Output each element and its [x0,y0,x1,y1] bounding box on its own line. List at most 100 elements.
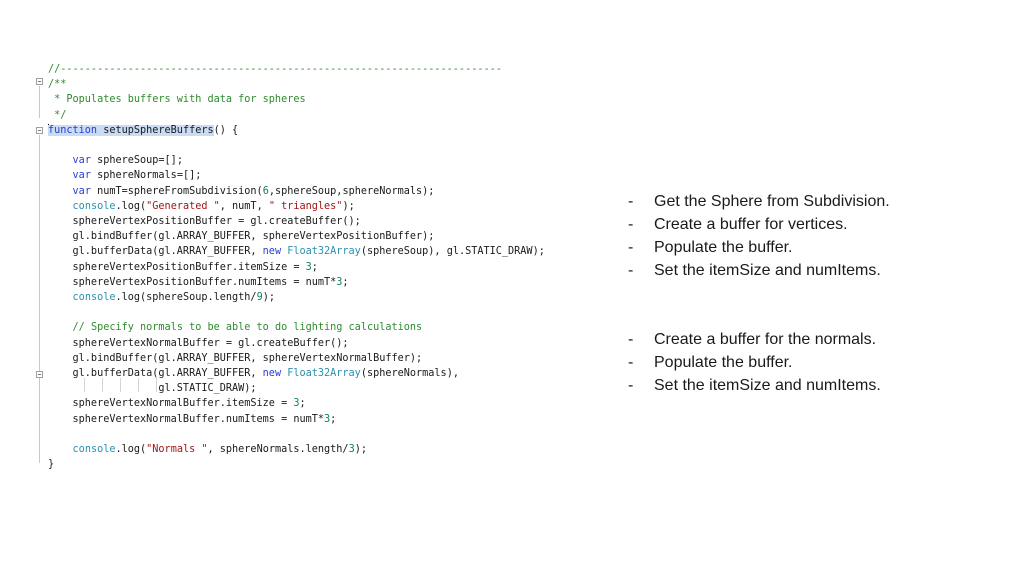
code-token: 3 [324,413,331,425]
bullet-dash: - [628,216,634,233]
code-token: ; [299,398,306,410]
code-token: , sphereNormals.length/ [207,444,349,455]
code-line: sphereVertexPositionBuffer = gl.createBu… [48,214,361,229]
code-token: */ [48,109,67,121]
collapse-call-icon[interactable] [36,371,43,378]
code-token: , numT, [219,200,269,212]
code-line: var sphereNormals=[]; [48,168,202,183]
bullet-dash: - [628,239,634,256]
code-line: var sphereSoup=[]; [48,153,183,168]
list-item: - Create a buffer for the normals. [628,328,1008,351]
code-line: sphereVertexNormalBuffer.itemSize = 3; [48,396,306,411]
bullet-dash: - [628,193,634,210]
code-snippet: //--------------------------------------… [36,60,596,480]
code-token: /** [48,79,67,91]
list-item: - Populate the buffer. [628,236,1008,259]
code-token: // Specify normals to be able to do ligh… [72,322,423,334]
code-line: console.log(sphereSoup.length/9); [48,290,275,305]
bullet-text: Get the Sphere from Subdivision. [654,193,890,210]
code-token: .log( [115,444,147,455]
code-token: 3 [293,398,300,410]
code-line: sphereVertexPositionBuffer.itemSize = 3; [48,260,318,275]
code-token [48,201,73,212]
code-line: */ [48,108,66,123]
indent-guide [138,378,139,392]
vertex-steps-list: - Get the Sphere from Subdivision. - Creat… [628,190,1008,282]
code-line: gl.bindBuffer(gl.ARRAY_BUFFER, sphereVer… [48,351,423,366]
code-token: sphereVertexPositionBuffer.numItems = nu… [48,276,337,288]
code-token: .log( [115,200,147,212]
bullet-dash: - [628,331,634,348]
code-token: function [48,124,98,136]
explanation-notes: - Get the Sphere from Subdivision. - Creat… [628,190,1008,397]
code-token: new [262,368,282,379]
bullet-text: Create a buffer for vertices. [654,216,848,233]
code-token: * Populates buffers with data for sphere… [48,94,306,106]
code-token: Float32Array [287,246,361,258]
code-token: 3 [348,444,355,455]
code-token: Float32Array [287,368,361,379]
bullet-text: Populate the buffer. [654,239,793,256]
list-item: - Set the itemSize and numItems. [628,374,1008,397]
code-token: sphereVertexNormalBuffer.numItems = numT… [48,413,325,425]
code-token: ,sphereSoup,sphereNormals); [268,185,435,197]
code-token: var [72,170,91,182]
code-token: " triangles" [268,200,343,212]
indent-guide [120,378,121,392]
code-token: } [48,459,55,471]
code-token: gl.STATIC_DRAW); [48,383,257,395]
code-token: "Generated " [146,200,220,212]
code-token: new [262,246,282,258]
code-line: var numT=sphereFromSubdivision(6,sphereS… [48,184,435,199]
bullet-text: Set the itemSize and numItems. [654,377,881,394]
code-token [48,186,73,197]
code-line: gl.bindBuffer(gl.ARRAY_BUFFER, sphereVer… [48,229,435,244]
bullet-text: Create a buffer for the normals. [654,331,877,348]
fold-guide [39,135,40,463]
code-token: (sphereSoup), gl.STATIC_DRAW); [360,246,545,258]
code-token: gl.bindBuffer(gl.ARRAY_BUFFER, sphereVer… [48,352,423,364]
bullet-dash: - [628,354,634,371]
code-line: gl.STATIC_DRAW); [48,381,257,396]
code-token: console [72,200,116,212]
code-token: () { [213,124,239,136]
code-line: sphereVertexNormalBuffer.numItems = numT… [48,412,337,427]
collapse-comment-icon[interactable] [36,78,43,85]
code-token: ; [342,276,349,288]
code-line: * Populates buffers with data for sphere… [48,92,306,107]
code-line: function setupSphereBuffers() { [48,123,238,138]
code-token: 6 [262,185,269,197]
code-token: setupSphereBuffers [97,124,214,136]
code-token: gl.bufferData(gl.ARRAY_BUFFER, [48,246,263,258]
code-token: numT=sphereFromSubdivision( [90,185,263,197]
code-token: //--------------------------------------… [48,64,502,75]
code-line: gl.bufferData(gl.ARRAY_BUFFER, new Float… [48,366,459,381]
code-token: ; [330,413,337,425]
code-line: console.log("Normals ", sphereNormals.le… [48,442,367,457]
code-line: gl.bufferData(gl.ARRAY_BUFFER, new Float… [48,244,545,259]
code-token: ); [262,292,275,303]
code-token: ; [311,261,318,273]
code-token [48,170,73,181]
code-token: sphereSoup=[]; [90,155,183,167]
code-token [48,155,73,166]
normal-steps-list: - Create a buffer for the normals. -Popul… [628,328,1008,397]
bullet-text: Set the itemSize and numItems. [654,262,881,279]
collapse-function-icon[interactable] [36,127,43,134]
list-item: -Populate the buffer. [628,351,1008,374]
bullet-dash: - [628,377,634,394]
list-item: - Get the Sphere from Subdivision. [628,190,1008,213]
code-token: 3 [305,261,312,273]
indent-guide [156,378,157,392]
code-token: "Normals " [146,444,208,455]
code-token [48,292,73,303]
code-token [48,444,73,455]
code-token: 9 [256,292,263,303]
code-token: var [72,155,91,167]
code-line: // Specify normals to be able to do ligh… [48,320,423,335]
bullet-dash: - [628,262,634,279]
code-token: console [72,292,116,303]
code-token [48,322,73,333]
code-token: sphereVertexNormalBuffer = gl.createBuff… [48,337,349,349]
code-line: } [48,457,54,472]
